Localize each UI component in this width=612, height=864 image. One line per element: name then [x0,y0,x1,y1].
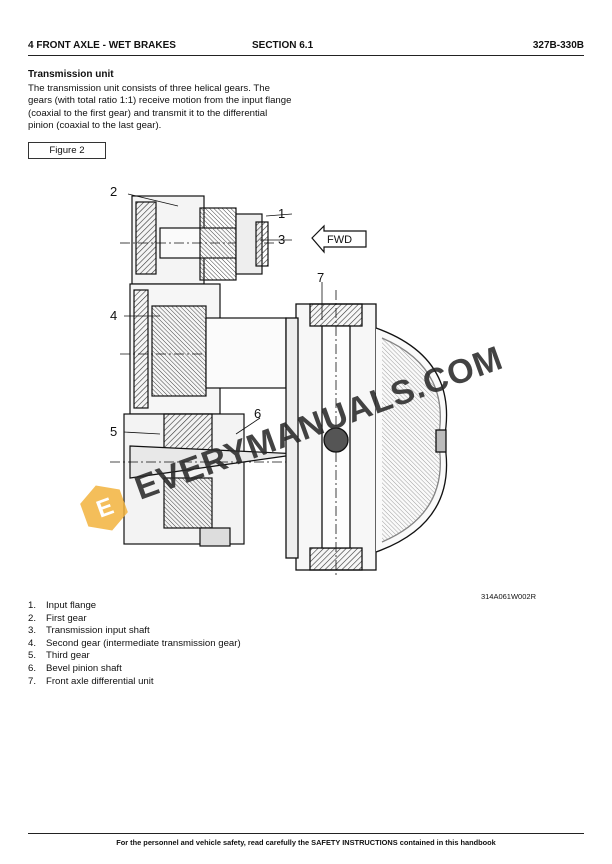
callout-leaders [123,193,323,435]
figure-code: 314A061W002R [480,592,536,601]
legend-item: 3.Transmission input shaft [28,625,150,637]
legend-item: 2.First gear [28,612,87,624]
legend-item: 4.Second gear (intermediate transmission… [28,637,241,649]
header-model: 327B-330B [532,40,584,51]
callout-1: 1 [278,206,285,221]
callout-labels: 2 1 3 4 5 6 7 [110,184,324,439]
callout-7: 7 [317,270,324,285]
fwd-arrow: FWD [311,224,367,254]
svg-text:FWD: FWD [327,234,352,246]
callout-4: 4 [110,308,117,323]
callout-2: 2 [110,184,117,199]
figure-label: Figure 2 [28,142,106,159]
page-footer: For the personnel and vehicle safety, re… [28,833,584,847]
section-paragraph: The transmission unit consists of three … [28,83,292,131]
gearbox-housing [110,195,320,547]
callout-5: 5 [110,424,117,439]
section-title: Transmission unit [28,69,114,80]
differential-housing [285,290,448,578]
legend-item: 5.Third gear [28,650,90,662]
legend-item: 1.Input flange [28,600,97,611]
transmission-diagram: FWD 2 1 3 4 5 6 7 [110,184,448,578]
page-header: 4 FRONT AXLE - WET BRAKES SECTION 6.1 32… [28,37,584,56]
callout-6: 6 [254,406,261,421]
legend-item: 6.Bevel pinion shaft [28,662,122,674]
legend-item: 7.Front axle differential unit [28,675,154,687]
figure-legend: 1.Input flange 2.First gear 3.Transmissi… [28,600,241,688]
callout-3: 3 [278,232,285,247]
header-section-name: 4 FRONT AXLE - WET BRAKES [28,40,176,51]
header-section-number: SECTION 6.1 [252,40,314,51]
